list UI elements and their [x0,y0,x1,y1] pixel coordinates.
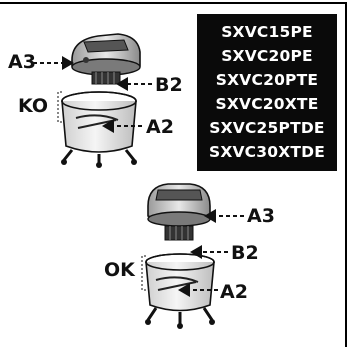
callout-a3-ok-arrow [204,209,244,223]
tank-ok [145,253,215,329]
tank-ko [61,91,137,168]
ko-bracket [57,91,62,123]
callout-a3-ko-arrow [33,56,74,70]
model-label: SXVC30XTDE [208,142,326,161]
motor-head-ok [147,183,211,227]
callout-b2-ko: B2 [155,74,183,96]
vacuum-ko-illustration [33,33,152,168]
callout-a2-ko-arrow [102,119,142,133]
model-label: SXVC20PE [221,46,313,65]
callout-a3-ok: A3 [247,205,275,227]
vacuum-ok-illustration [141,183,244,329]
filter-ko [91,71,121,85]
callout-b2-ko-arrow [116,77,152,91]
frame-right-border [345,2,347,347]
callout-a3-ko: A3 [8,51,36,73]
motor-head-ko [71,33,141,76]
callout-a2-ok-arrow [178,283,218,297]
model-label: SXVC20XTE [215,94,319,113]
filter-ok [164,225,194,241]
status-label-ko: KO [18,95,49,117]
model-label: SXVC25PTDE [209,118,325,137]
callout-a2-ok: A2 [220,281,248,303]
model-label: SXVC20PTE [215,70,319,89]
ok-bracket [141,255,146,291]
callout-b2-ok: B2 [231,242,259,264]
callout-a2-ko: A2 [146,116,174,138]
model-label: SXVC15PE [221,22,313,41]
frame-top-border [0,2,346,4]
callout-b2-ok-arrow [190,245,228,259]
model-list-box: SXVC15PE SXVC20PE SXVC20PTE SXVC20XTE SX… [197,14,337,171]
status-label-ok: OK [104,259,135,281]
